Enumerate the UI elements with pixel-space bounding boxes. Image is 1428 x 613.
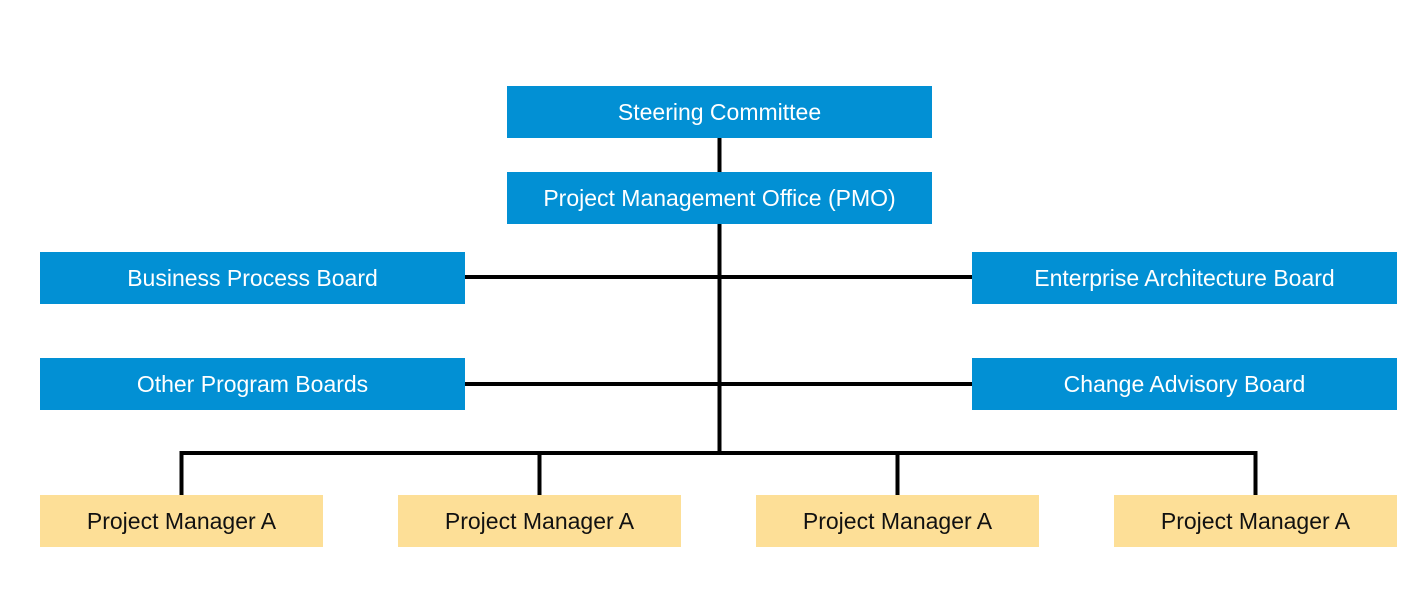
- project-manager-label-2: Project Manager A: [444, 507, 635, 534]
- project-manager-label-3: Project Manager A: [802, 507, 993, 534]
- other-program-boards-label: Other Program Boards: [136, 370, 369, 397]
- project-manager-box-4: Project Manager A: [1114, 495, 1397, 547]
- steering-committee-box: Steering Committee: [507, 86, 932, 138]
- pmo-box: Project Management Office (PMO): [507, 172, 932, 224]
- business-process-board-box: Business Process Board: [40, 252, 465, 304]
- project-manager-box-1: Project Manager A: [40, 495, 323, 547]
- change-advisory-board-label: Change Advisory Board: [1063, 370, 1306, 397]
- project-manager-box-2: Project Manager A: [398, 495, 681, 547]
- pmo-label: Project Management Office (PMO): [543, 184, 896, 211]
- project-manager-label-4: Project Manager A: [1160, 507, 1351, 534]
- enterprise-architecture-board-label: Enterprise Architecture Board: [1034, 264, 1335, 291]
- project-manager-box-3: Project Manager A: [756, 495, 1039, 547]
- business-process-board-label: Business Process Board: [127, 264, 378, 291]
- change-advisory-board-box: Change Advisory Board: [972, 358, 1397, 410]
- enterprise-architecture-board-box: Enterprise Architecture Board: [972, 252, 1397, 304]
- project-manager-label-1: Project Manager A: [86, 507, 277, 534]
- other-program-boards-box: Other Program Boards: [40, 358, 465, 410]
- steering-committee-label: Steering Committee: [617, 98, 822, 125]
